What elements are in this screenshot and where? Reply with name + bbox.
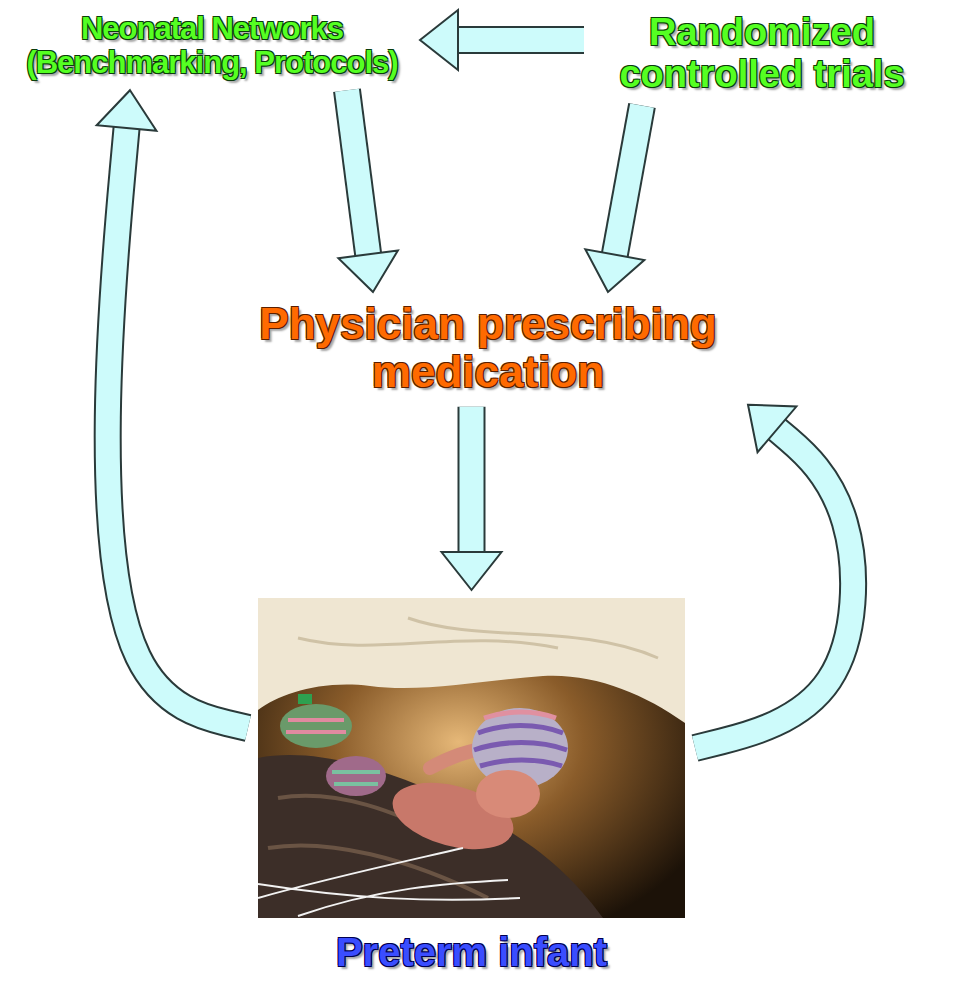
flow-arrow — [585, 106, 644, 292]
arrow-shaft — [695, 427, 853, 748]
flow-arrow — [97, 90, 248, 728]
prescriber-node: Physician prescribing medication — [238, 300, 738, 397]
blanket — [258, 598, 685, 723]
trials-node: Randomized controlled trials — [592, 12, 932, 96]
flow-arrow — [420, 10, 584, 70]
blanket-fold — [298, 618, 658, 658]
arrow-shaft — [460, 407, 484, 556]
lower-cloth — [258, 755, 603, 918]
node-label: Preterm infant — [258, 930, 685, 974]
knitted-sock — [326, 756, 386, 796]
photo-background — [258, 598, 685, 918]
arrow-head — [338, 250, 398, 292]
arrow-head — [748, 405, 796, 452]
arrow-outline — [458, 407, 486, 556]
mitten-stripes — [286, 720, 346, 732]
arrow-head — [97, 90, 157, 131]
arrow-head — [585, 249, 644, 292]
monitor-wires — [258, 848, 520, 916]
network-node: Neonatal Networks (Benchmarking, Protoco… — [12, 12, 412, 80]
hat-stripe — [484, 712, 556, 718]
infant-photo — [258, 598, 685, 918]
flow-arrow — [695, 405, 853, 748]
arrow-outline — [347, 90, 369, 258]
hat-stripes — [474, 726, 567, 767]
node-label: Randomized controlled trials — [592, 12, 932, 96]
node-label: Physician prescribing medication — [238, 300, 738, 397]
infant-face — [476, 770, 540, 818]
arrow-outline — [695, 427, 853, 748]
sock-stripes — [332, 772, 380, 784]
arrow-outline — [614, 106, 642, 259]
sensor — [298, 694, 312, 704]
node-label: Neonatal Networks (Benchmarking, Protoco… — [12, 12, 412, 80]
flow-arrow — [442, 407, 502, 590]
arrow-shaft — [614, 106, 642, 259]
arrow-shaft — [347, 90, 369, 258]
arrow-head — [442, 552, 502, 590]
arrow-outline — [108, 124, 248, 728]
knitted-mitten — [280, 704, 352, 748]
arrow-outline — [454, 26, 584, 54]
arrow-head — [420, 10, 458, 70]
arrow-shaft — [454, 28, 584, 52]
flow-arrow — [338, 90, 398, 292]
infant-node: Preterm infant — [258, 598, 685, 974]
arrow-shaft — [108, 124, 248, 728]
